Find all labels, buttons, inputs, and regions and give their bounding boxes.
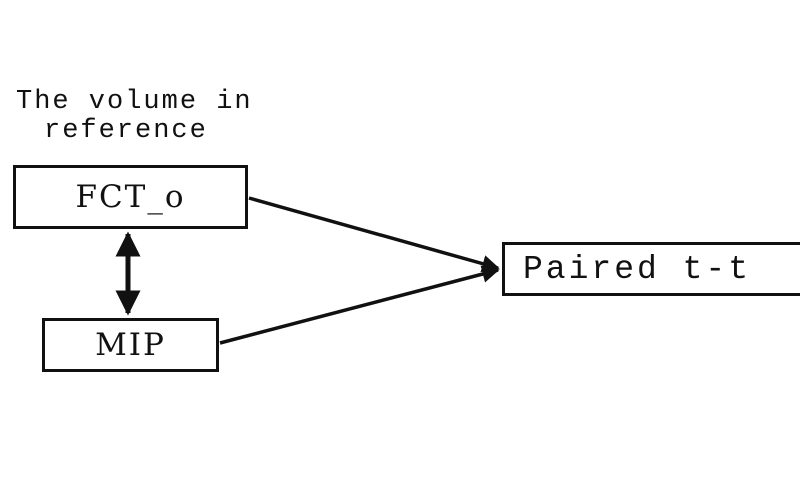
edge-fct-test bbox=[248, 196, 500, 273]
node-fct-label: FCT_o bbox=[75, 179, 186, 215]
edge-mip-test bbox=[219, 265, 500, 345]
heading-line-2: reference bbox=[44, 116, 208, 146]
heading-line-1: The volume in bbox=[16, 87, 253, 117]
node-paired-test-label: Paired t-t bbox=[523, 250, 752, 288]
diagram-heading: The volume in reference bbox=[16, 88, 346, 146]
node-mip: MIP bbox=[42, 318, 219, 372]
node-paired-test: Paired t-t bbox=[502, 242, 800, 296]
node-fct: FCT_o bbox=[13, 165, 248, 229]
node-mip-label: MIP bbox=[95, 327, 166, 363]
